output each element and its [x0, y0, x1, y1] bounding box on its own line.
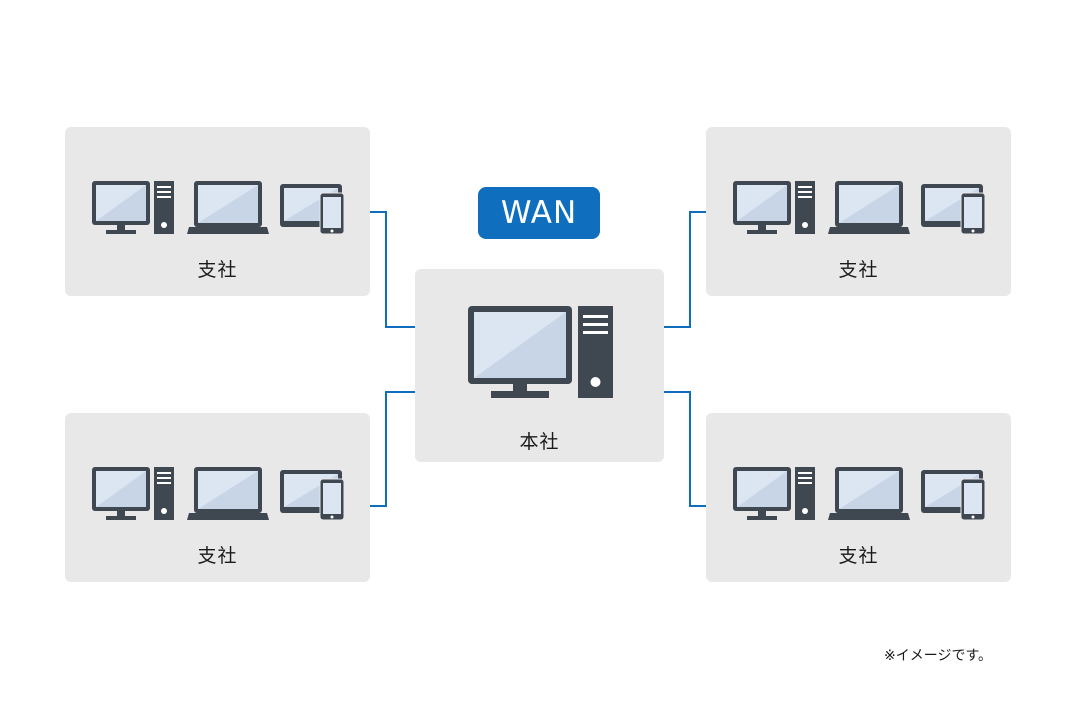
branch-devices-icon	[733, 467, 985, 523]
branch-label: 支社	[838, 545, 879, 567]
connector-bottom-right	[664, 391, 706, 507]
branch-box-top-right: 支社	[706, 127, 1011, 296]
branch-label: 支社	[838, 259, 879, 281]
branch-devices-icon	[92, 467, 344, 523]
branch-devices-icon	[733, 181, 985, 237]
branch-label: 支社	[197, 545, 238, 567]
branch-box-bottom-right: 支社	[706, 413, 1011, 582]
desktop-pc-icon	[468, 306, 613, 400]
branch-label: 支社	[197, 259, 238, 281]
branch-devices-icon	[92, 181, 344, 237]
hq-label: 本社	[519, 431, 560, 453]
connector-top-left	[370, 211, 415, 328]
connector-bottom-left	[370, 391, 415, 507]
wan-badge: WAN	[478, 187, 600, 239]
branch-box-bottom-left: 支社	[65, 413, 370, 582]
headquarters-box: 本社	[415, 269, 664, 462]
image-note: ※イメージです。	[884, 648, 993, 664]
connector-top-right	[664, 211, 706, 328]
branch-box-top-left: 支社	[65, 127, 370, 296]
